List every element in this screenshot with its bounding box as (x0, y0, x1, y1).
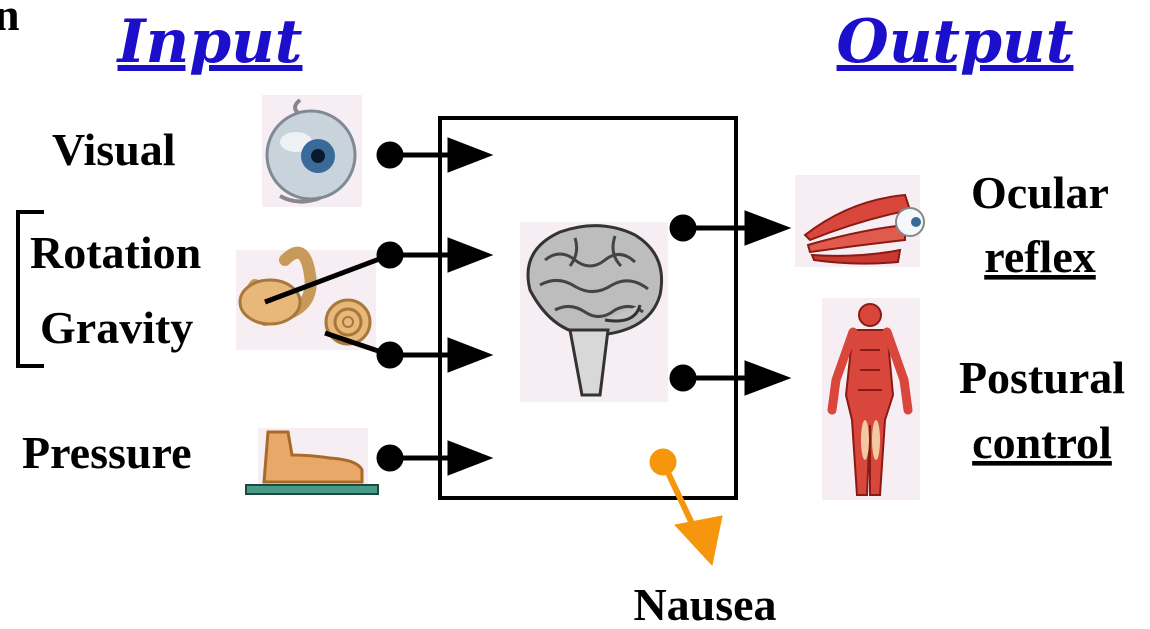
nausea-arrow (675, 516, 722, 565)
label-rotation: Rotation (30, 227, 201, 278)
foot-icon (246, 428, 378, 494)
output-heading: Output (837, 7, 1074, 77)
label-visual: Visual (52, 124, 176, 175)
output-arrow-postural (745, 361, 790, 395)
label-ocular-line1: Ocular (971, 167, 1109, 218)
label-gravity: Gravity (40, 302, 193, 353)
eye-icon (262, 95, 362, 207)
label-postural-line1: Postural (959, 352, 1125, 403)
inner-ear-icon (236, 250, 376, 350)
label-pressure: Pressure (22, 427, 192, 478)
label-postural-line2: control (972, 417, 1112, 468)
brain-icon (520, 222, 668, 402)
label-nausea: Nausea (633, 579, 776, 629)
eye-muscles-icon (795, 175, 924, 267)
label-ocular-line2: reflex (984, 231, 1096, 282)
output-arrow-ocular (745, 211, 790, 245)
corner-mark: n (0, 0, 20, 40)
input-heading: Input (116, 7, 303, 77)
body-muscles-icon (822, 298, 920, 500)
